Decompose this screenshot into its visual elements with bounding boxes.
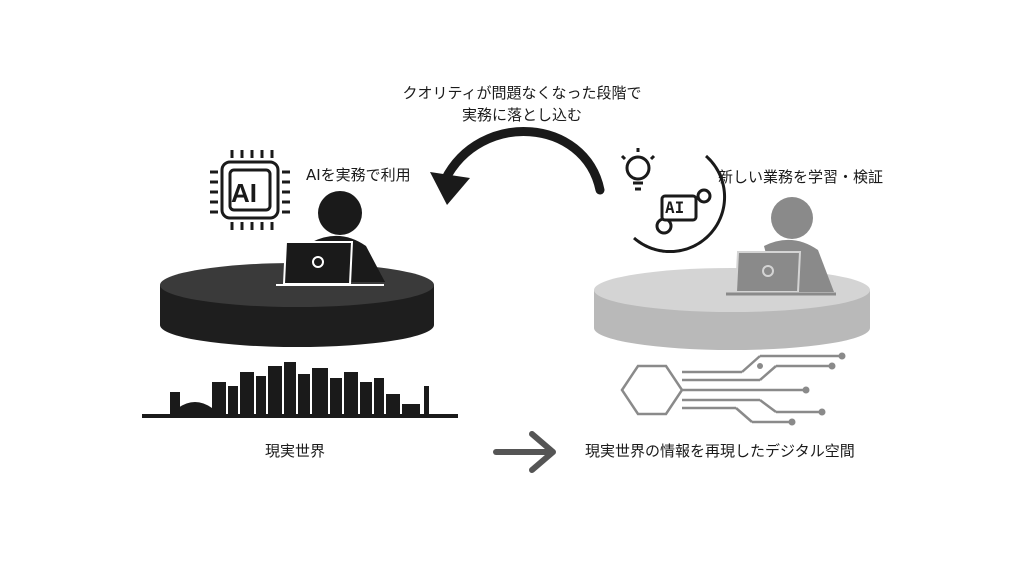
ai-chip-label: AI	[231, 178, 257, 208]
right-label: 新しい業務を学習・検証	[718, 168, 884, 186]
person-laptop-icon	[726, 197, 836, 296]
ai-badge-label: AI	[665, 198, 685, 217]
city-skyline-icon	[142, 362, 458, 418]
caption-line-1: クオリティが問題なくなった段階で	[402, 84, 642, 102]
circuit-hexagon-icon	[620, 354, 842, 424]
lightbulb-gear-icon	[620, 148, 727, 254]
right-bottom-label: 現実世界の情報を再現したデジタル空間	[585, 442, 855, 460]
person-laptop-icon	[276, 191, 385, 286]
left-bottom-label: 現実世界	[265, 442, 326, 460]
left-label: AIを実務で利用	[306, 166, 411, 184]
curved-arrow-icon	[430, 127, 605, 205]
circuit-nodes	[757, 352, 846, 426]
caption-line-2: 実務に落とし込む	[461, 106, 582, 124]
ai-chip-icon	[210, 150, 290, 230]
right-arrow-icon	[493, 431, 556, 473]
